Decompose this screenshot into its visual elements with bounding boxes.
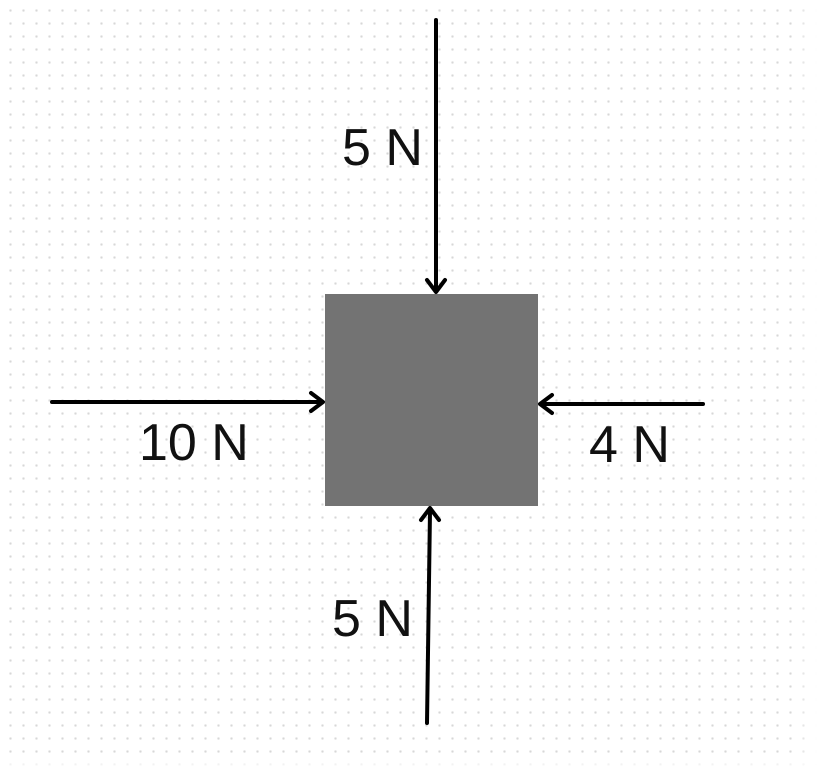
edge-fade-right bbox=[796, 0, 826, 770]
block bbox=[325, 294, 538, 506]
force-label-left: 10 N bbox=[139, 414, 249, 472]
force-label-right: 4 N bbox=[589, 416, 670, 474]
force-arrow-right bbox=[538, 393, 705, 415]
force-label-bottom: 5 N bbox=[332, 590, 413, 648]
force-label-top: 5 N bbox=[342, 119, 423, 177]
force-arrow-left bbox=[50, 391, 325, 413]
force-arrow-bottom bbox=[419, 506, 441, 725]
edge-fade-bottom bbox=[0, 758, 826, 770]
force-arrow-top bbox=[425, 18, 447, 294]
